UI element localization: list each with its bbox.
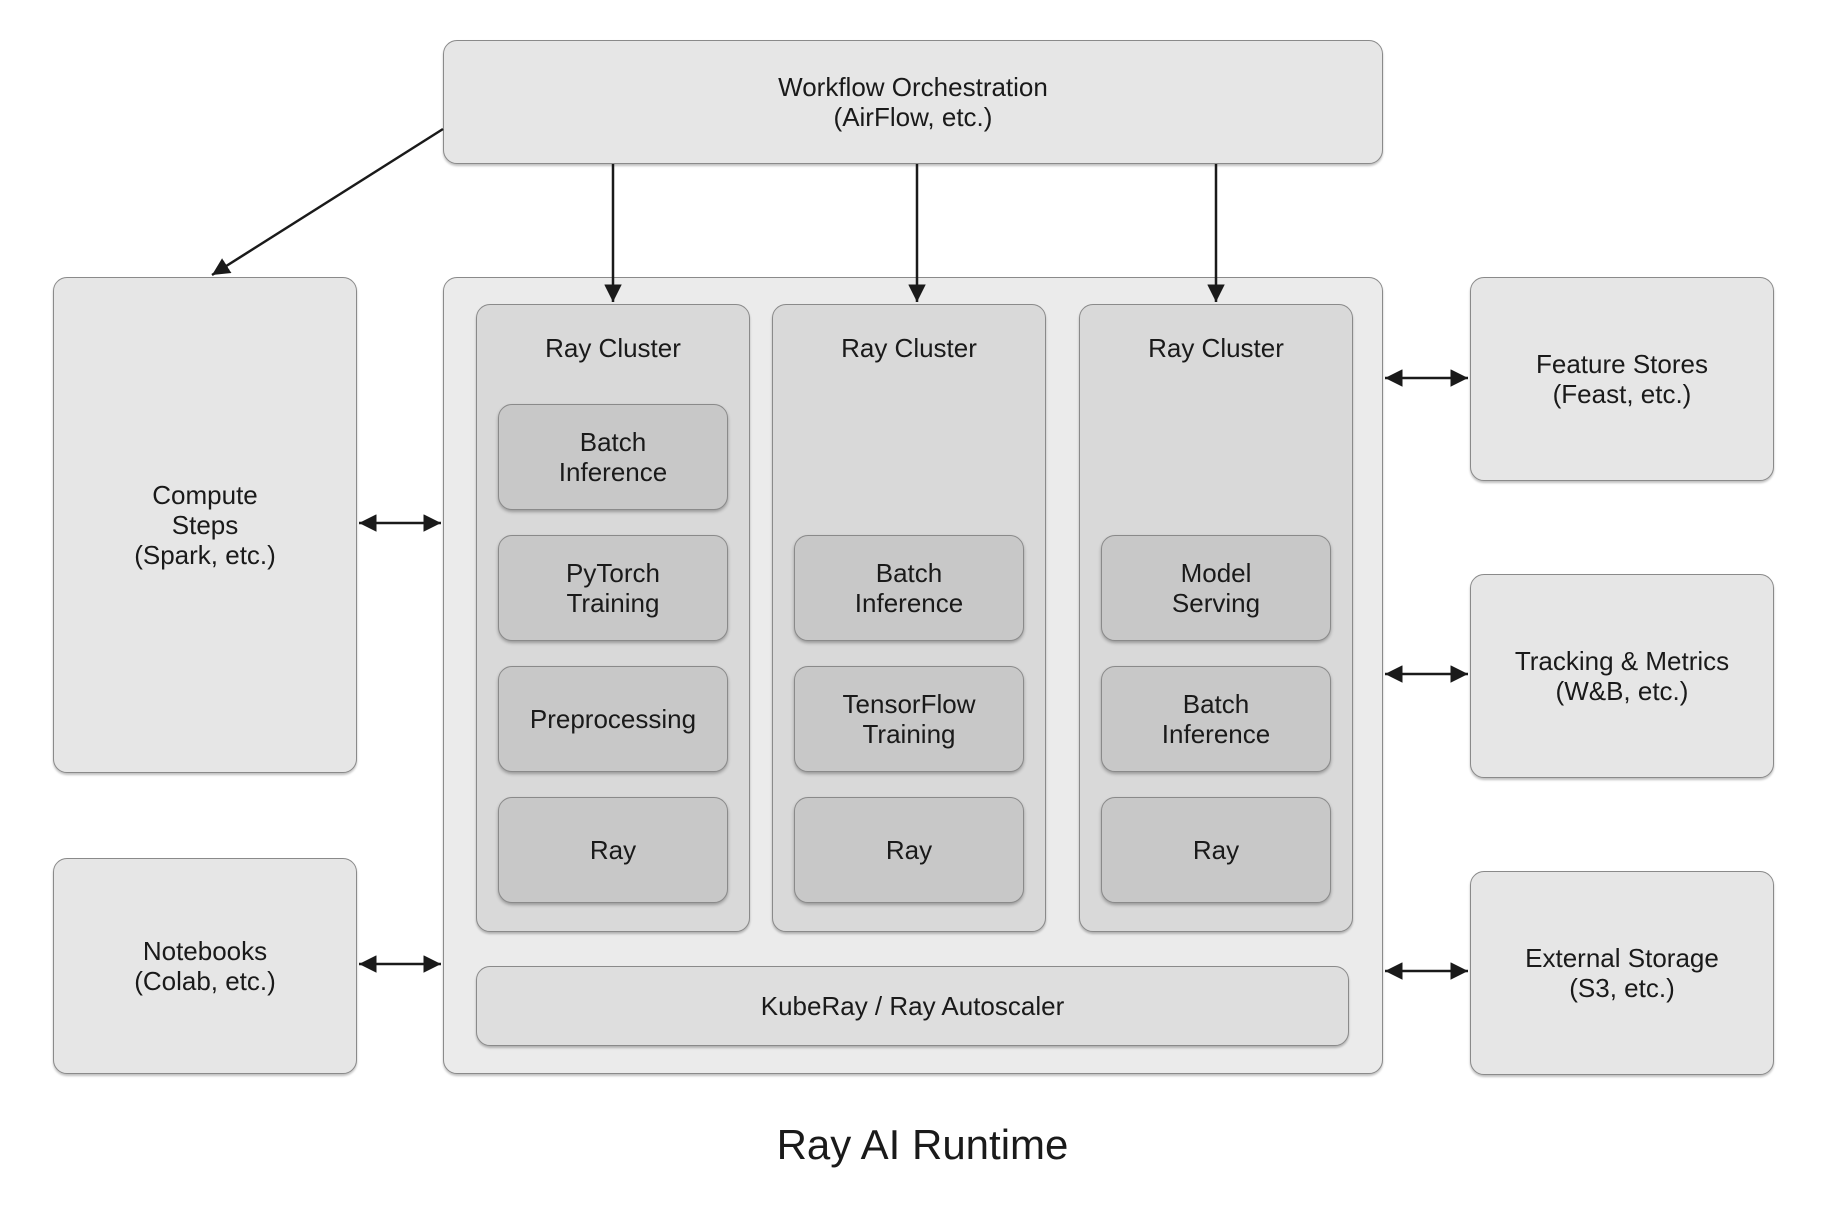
batch-inference-box: Batch Inference [794, 535, 1024, 641]
workflow-orchestration-label: Workflow Orchestration (AirFlow, etc.) [778, 72, 1048, 132]
component-label: TensorFlow Training [842, 689, 976, 749]
kuberay-autoscaler-box: KubeRay / Ray Autoscaler [476, 966, 1349, 1046]
component-label: Model Serving [1171, 558, 1261, 618]
external-storage-box: External Storage (S3, etc.) [1470, 871, 1774, 1075]
diagram-caption: Ray AI Runtime [776, 1121, 1069, 1168]
ray-cluster-title: Ray Cluster [545, 333, 681, 363]
ray-cluster-title: Ray Cluster [841, 333, 977, 363]
ray-cluster-title: Ray Cluster [1148, 333, 1284, 363]
component-label: Preprocessing [529, 704, 697, 734]
component-label: Batch Inference [854, 558, 964, 618]
feature-stores-box: Feature Stores (Feast, etc.) [1470, 277, 1774, 481]
batch-inference-box: Batch Inference [1101, 666, 1331, 772]
feature-stores-label: Feature Stores (Feast, etc.) [1536, 349, 1708, 409]
component-label: PyTorch Training [566, 558, 660, 618]
arrow-workflow-to-compute [211, 127, 444, 277]
component-label: Ray [1192, 835, 1240, 865]
ray-box: Ray [498, 797, 728, 903]
tensorflow-training-box: TensorFlow Training [794, 666, 1024, 772]
pytorch-training-box: PyTorch Training [498, 535, 728, 641]
model-serving-box: Model Serving [1101, 535, 1331, 641]
tracking-metrics-label: Tracking & Metrics (W&B, etc.) [1514, 646, 1730, 706]
notebooks-label: Notebooks (Colab, etc.) [134, 936, 276, 996]
tracking-metrics-box: Tracking & Metrics (W&B, etc.) [1470, 574, 1774, 778]
component-label: Batch Inference [558, 427, 668, 487]
component-label: Ray [885, 835, 933, 865]
ray-box: Ray [794, 797, 1024, 903]
kuberay-autoscaler-label: KubeRay / Ray Autoscaler [760, 991, 1065, 1021]
preprocessing-box: Preprocessing [498, 666, 728, 772]
workflow-orchestration-box: Workflow Orchestration (AirFlow, etc.) [443, 40, 1383, 164]
component-label: Ray [589, 835, 637, 865]
notebooks-box: Notebooks (Colab, etc.) [53, 858, 357, 1074]
external-storage-label: External Storage (S3, etc.) [1525, 943, 1719, 1003]
ray-box: Ray [1101, 797, 1331, 903]
component-label: Batch Inference [1161, 689, 1271, 749]
batch-inference-box: Batch Inference [498, 404, 728, 510]
compute-steps-box: Compute Steps (Spark, etc.) [53, 277, 357, 773]
compute-steps-label: Compute Steps (Spark, etc.) [134, 480, 276, 570]
